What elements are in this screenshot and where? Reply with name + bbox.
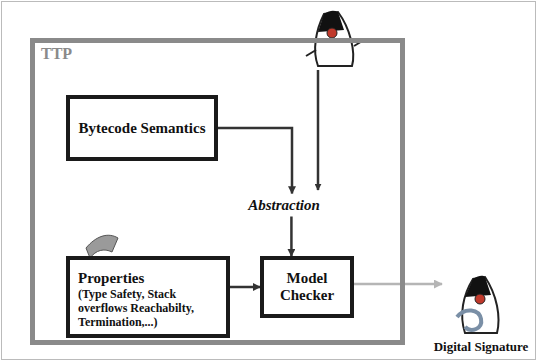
properties-box: Properties(Type Safety, Stack overflows …	[66, 256, 230, 338]
flow-arrow	[290, 217, 293, 257]
flow-arrow	[230, 286, 260, 289]
abstraction-step: Abstraction	[238, 193, 330, 217]
node-label: Abstraction	[248, 197, 320, 214]
region-label: TTP	[41, 45, 72, 63]
flow-arrow	[218, 128, 292, 194]
node-label: Properties	[78, 270, 144, 287]
node-label: Bytecode Semantics	[78, 120, 205, 137]
process-box: Model Checker	[260, 256, 354, 318]
ttp-frame: TTP Bytecode SemanticsAbstractionProperti…	[30, 38, 405, 345]
property-list: (Type Safety, Stack overflows Reachabilt…	[78, 287, 220, 329]
signed-duke	[451, 273, 511, 339]
node-label: Digital Signature	[434, 339, 529, 354]
node-label: Model Checker	[270, 270, 344, 304]
ribbon-icon	[86, 235, 118, 258]
process-box: Bytecode Semantics	[66, 95, 218, 161]
input-arrow	[317, 70, 320, 190]
flow-arrow	[354, 283, 442, 286]
signature-node: Digital Signature	[432, 250, 530, 354]
